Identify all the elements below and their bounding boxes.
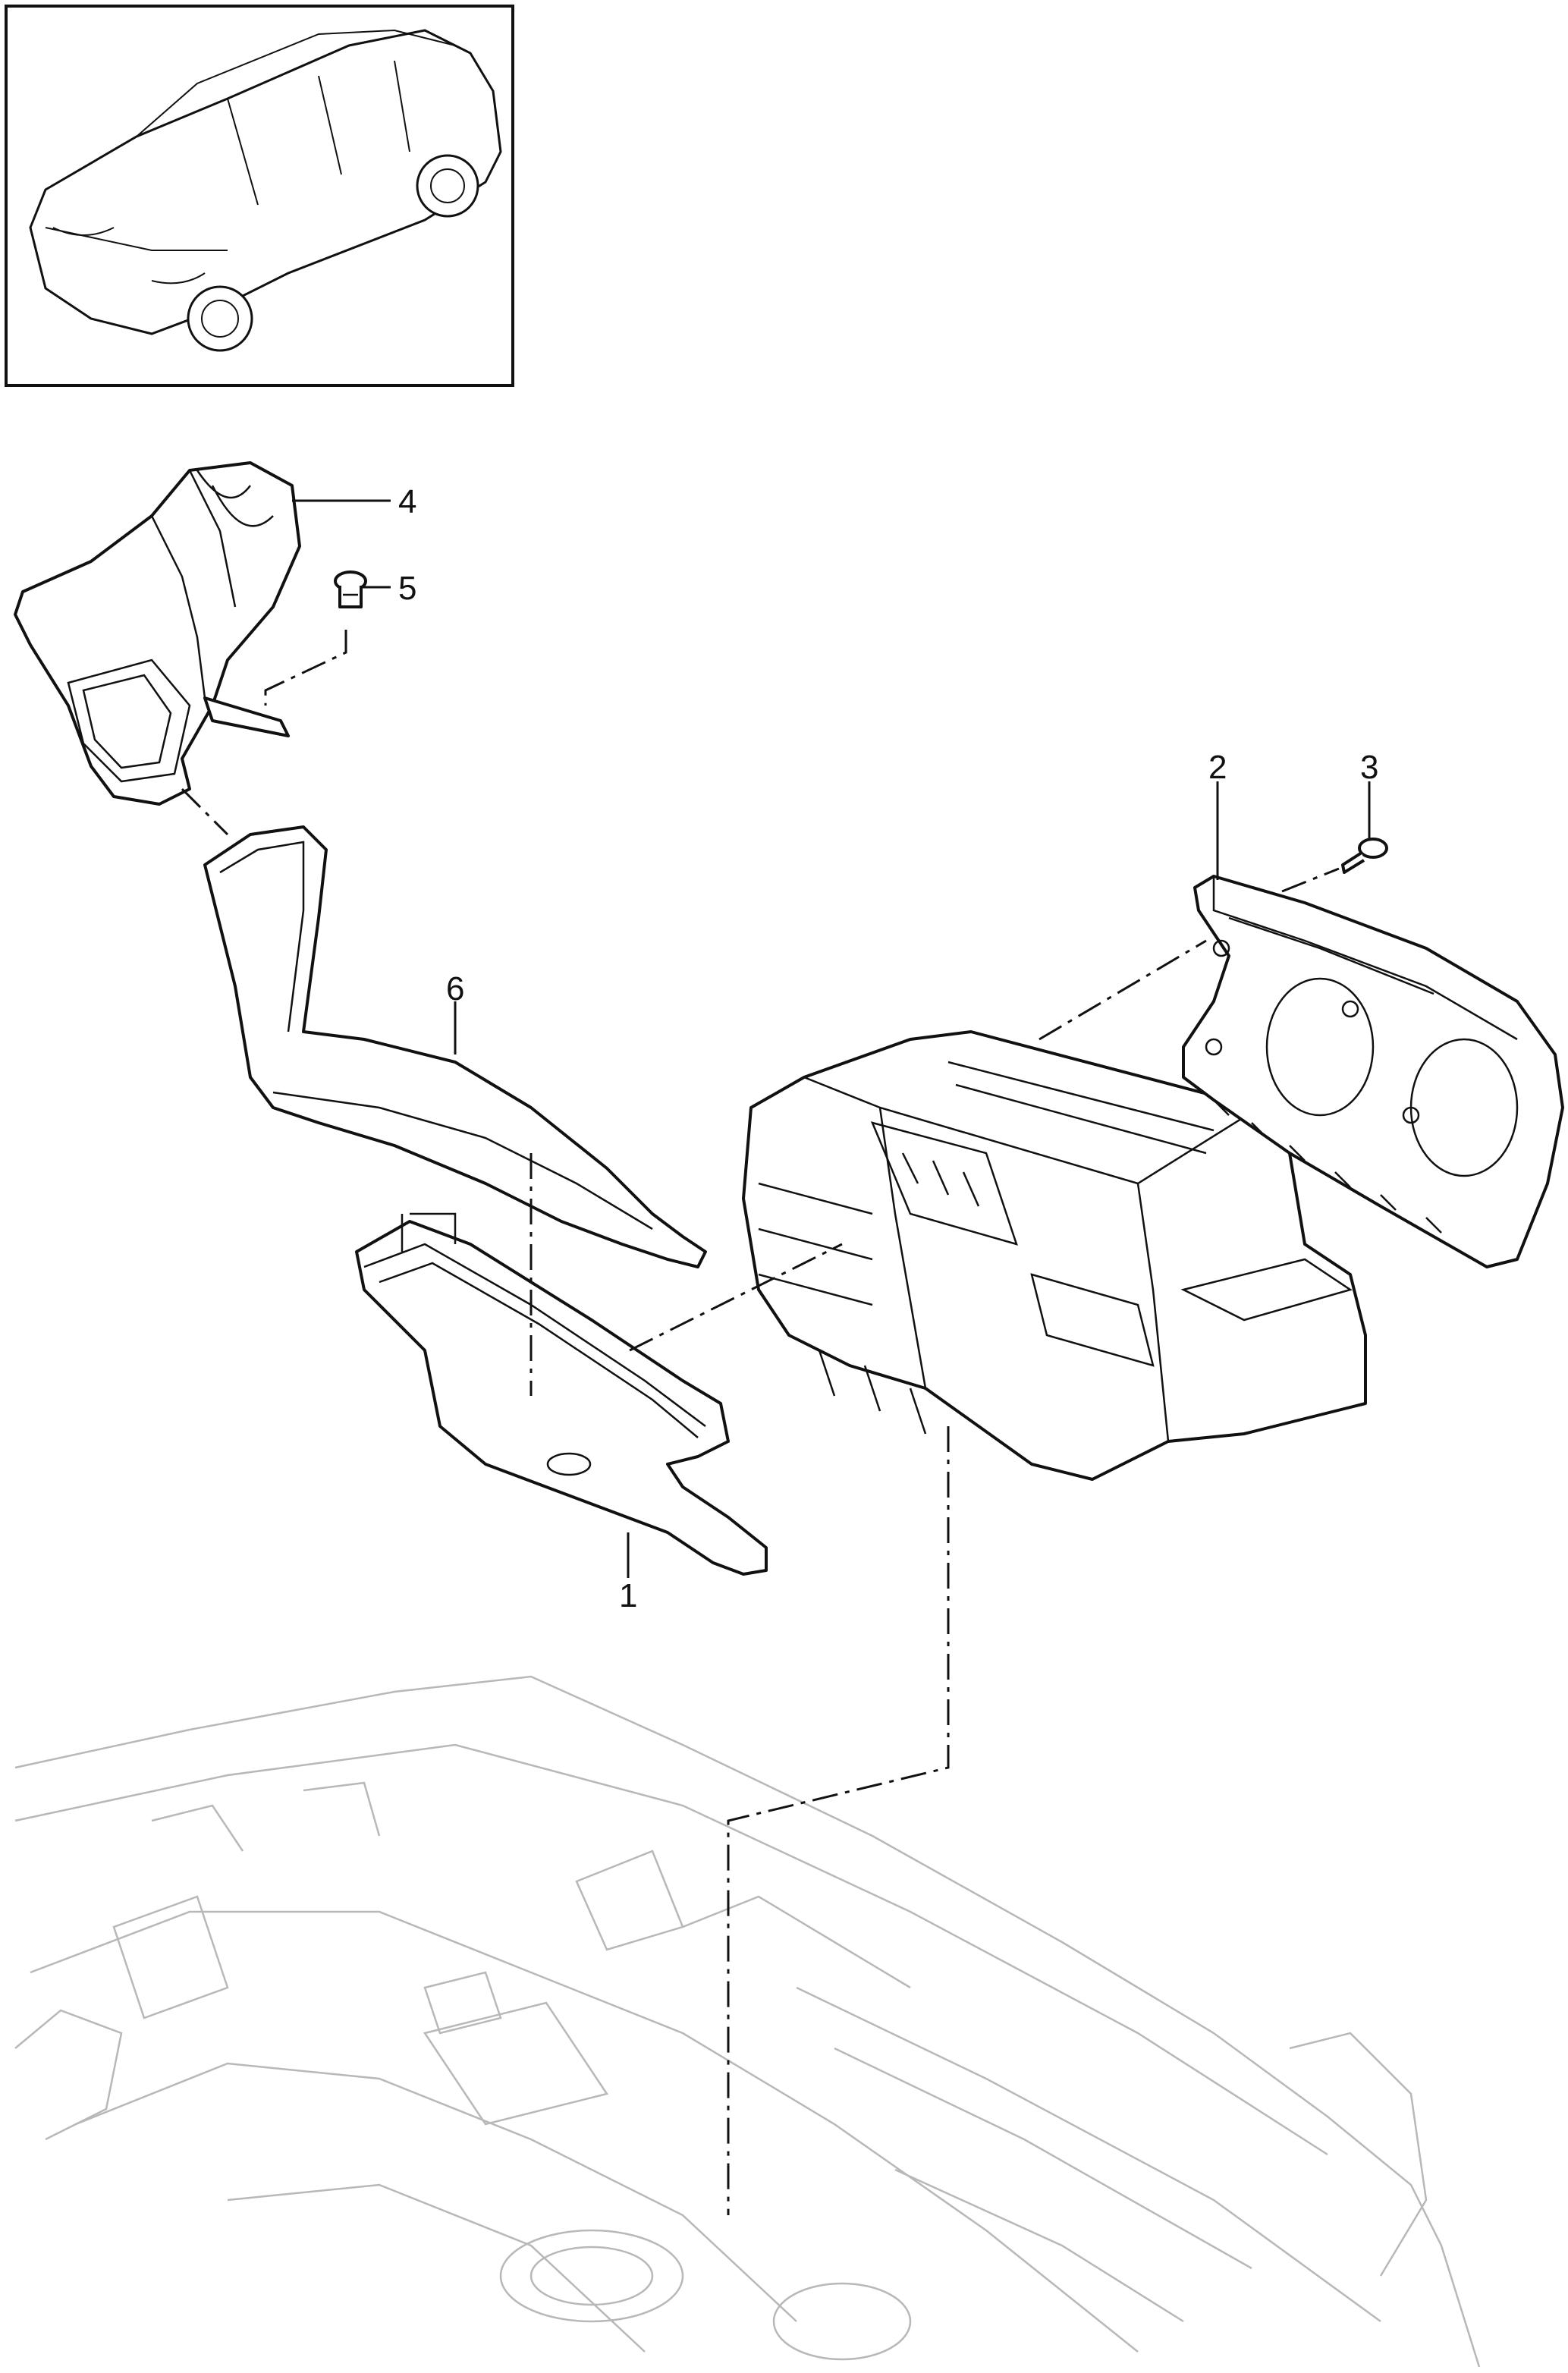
leader-lines — [292, 499, 1371, 1578]
part-1-lower-air-duct — [355, 1212, 768, 1576]
part-6-air-duct — [203, 825, 707, 1268]
vehicle-body-structure — [14, 1675, 1481, 2368]
vehicle-thumbnail — [5, 5, 514, 387]
callout-labels: 1 2 3 4 5 6 — [398, 483, 1378, 1614]
part-5-screw — [334, 570, 367, 608]
callout-6: 6 — [446, 970, 464, 1007]
callout-5: 5 — [398, 570, 416, 607]
battery-pack — [742, 1030, 1367, 1481]
callout-2: 2 — [1208, 749, 1227, 786]
part-3-screw — [1341, 838, 1388, 874]
part-4-air-intake-housing — [14, 461, 301, 806]
part-2-battery-cover — [1182, 875, 1564, 1268]
callout-3: 3 — [1360, 749, 1378, 786]
assembly-lines — [181, 630, 1340, 2215]
car-icon — [29, 29, 502, 352]
callout-4: 4 — [398, 483, 416, 520]
callout-1: 1 — [619, 1577, 637, 1614]
